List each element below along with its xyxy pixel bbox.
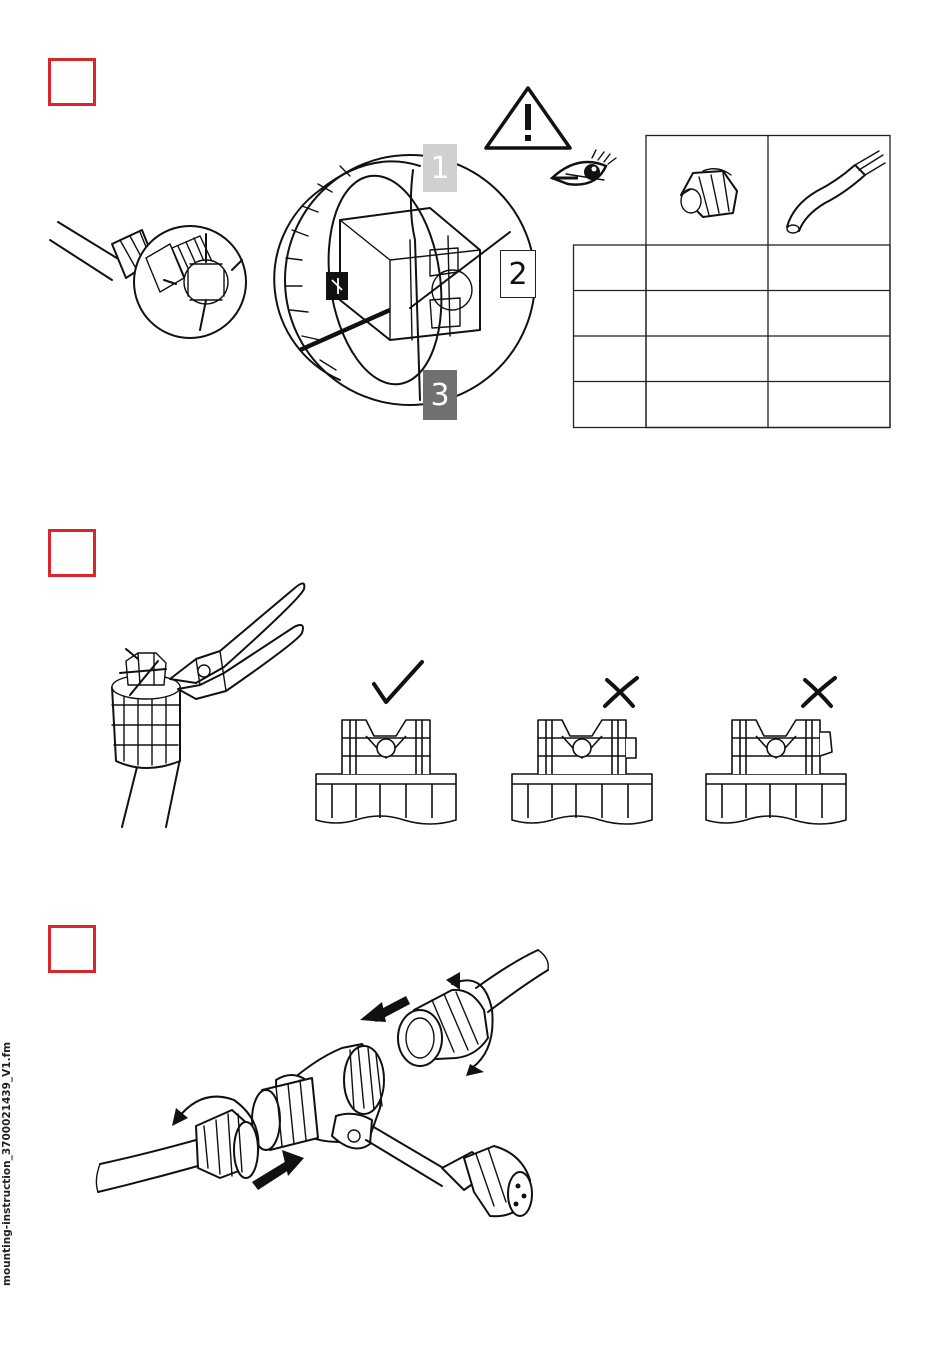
t-connector-assembly-illustration — [92, 940, 572, 1230]
callout-2-label: 2 — [500, 250, 536, 298]
cut-result-incorrect — [706, 720, 846, 824]
cable-icon — [787, 151, 885, 233]
cross-icon — [799, 674, 839, 710]
step-3-marker — [48, 925, 96, 973]
cable-gland-nut-icon — [681, 169, 737, 217]
cross-icon — [601, 674, 641, 710]
step-1-marker — [48, 58, 96, 106]
step-2-marker — [48, 529, 96, 577]
connector-overview-illustration — [50, 200, 310, 360]
callout-3-label: 3 — [423, 370, 457, 420]
cut-result-correct — [316, 720, 456, 824]
check-table — [573, 135, 893, 431]
file-label: mounting-instruction_3700021439_V1.fm — [1, 1066, 13, 1286]
callout-1-label: 1 — [423, 144, 457, 192]
cut-result-incorrect — [512, 720, 652, 824]
cut-result-diagrams — [310, 712, 890, 842]
pliers-cutting-illustration — [100, 575, 330, 835]
check-icon — [370, 658, 426, 708]
